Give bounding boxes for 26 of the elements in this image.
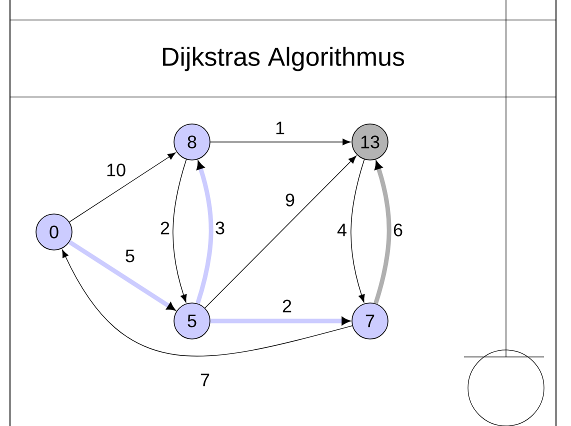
arrow — [204, 156, 356, 308]
arrow — [210, 138, 351, 146]
edge-label: 7 — [199, 372, 211, 388]
edge-label: 9 — [284, 192, 296, 208]
edge-label: 6 — [392, 222, 404, 238]
edge-label: 10 — [105, 162, 128, 178]
graph-node: 7 — [352, 302, 388, 340]
graph-node: 13 — [352, 124, 388, 160]
arrow — [172, 159, 187, 303]
arrow — [69, 152, 176, 222]
edge-label: 4 — [336, 222, 348, 238]
edge-label: 2 — [159, 220, 171, 236]
graph-node: 0 — [36, 214, 72, 250]
arrow — [350, 159, 365, 303]
edge-label: 3 — [214, 220, 226, 236]
graph-node: 8 — [174, 124, 210, 160]
edge-label: 1 — [274, 120, 286, 136]
graph-node: 5 — [174, 302, 210, 340]
edge-label: 2 — [281, 298, 293, 314]
edge-label: 5 — [124, 248, 136, 264]
arrow — [374, 162, 392, 304]
arrow — [210, 317, 350, 325]
arrow — [196, 162, 214, 304]
arrow — [62, 250, 353, 356]
arrow — [68, 240, 175, 310]
title: Dijkstras Algorithmus — [163, 46, 404, 72]
